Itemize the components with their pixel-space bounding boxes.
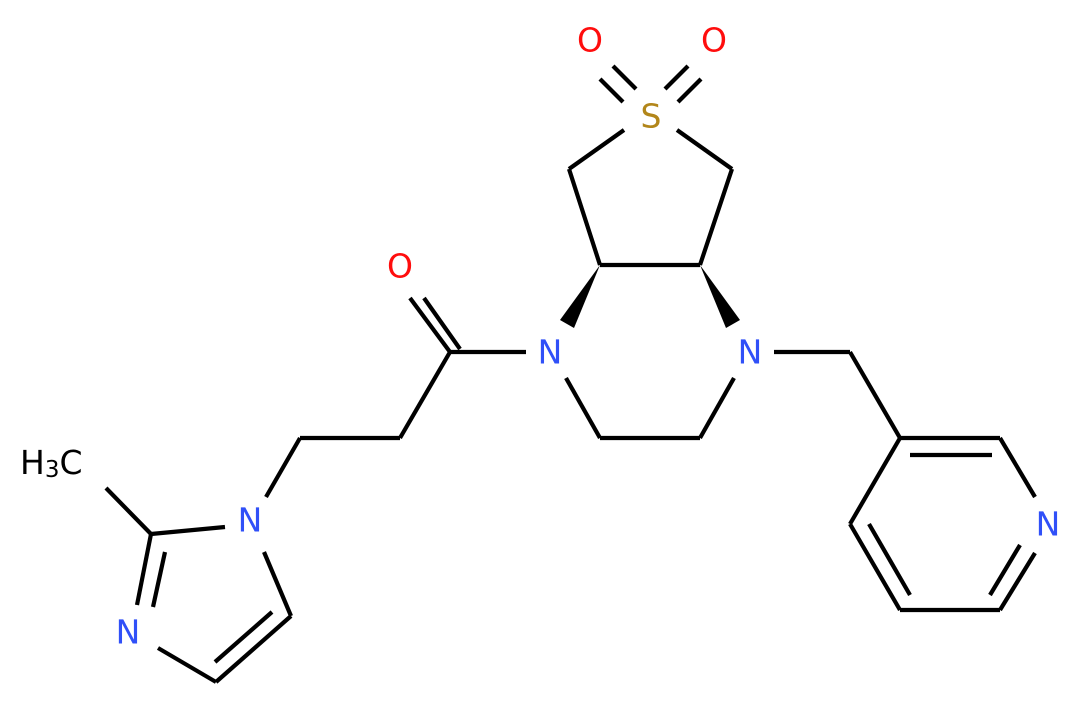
pyridylmethyl-bonds bbox=[774, 349, 902, 440]
pyrazine-ring-bonds bbox=[564, 376, 736, 441]
atom-labels: O O S O N N N N N H3C bbox=[20, 21, 1060, 652]
atom-nitrogen-pyridine: N bbox=[1036, 505, 1061, 544]
atom-oxygen-sulfone-right: O bbox=[701, 21, 727, 60]
sulfone-double-bonds bbox=[598, 64, 703, 104]
atom-nitrogen-imidazole-3: N bbox=[116, 613, 141, 652]
propyl-chain-bonds bbox=[264, 435, 400, 499]
atom-oxygen-sulfone-left: O bbox=[577, 21, 603, 60]
atom-nitrogen-amide: N bbox=[538, 333, 563, 372]
thiolane-ring-bonds bbox=[567, 128, 734, 268]
atom-nitrogen-amine: N bbox=[738, 333, 763, 372]
imidazole-ring-bonds bbox=[104, 486, 293, 684]
atom-oxygen-carbonyl: O bbox=[387, 247, 413, 286]
pyridine-ring-bonds bbox=[848, 435, 1037, 613]
atom-sulfur: S bbox=[641, 97, 662, 136]
stereo-wedge-bonds bbox=[560, 265, 740, 328]
atom-nitrogen-imidazole-1: N bbox=[238, 501, 263, 540]
atom-methyl-group: H3C bbox=[20, 443, 83, 484]
amide-bonds bbox=[398, 296, 526, 440]
